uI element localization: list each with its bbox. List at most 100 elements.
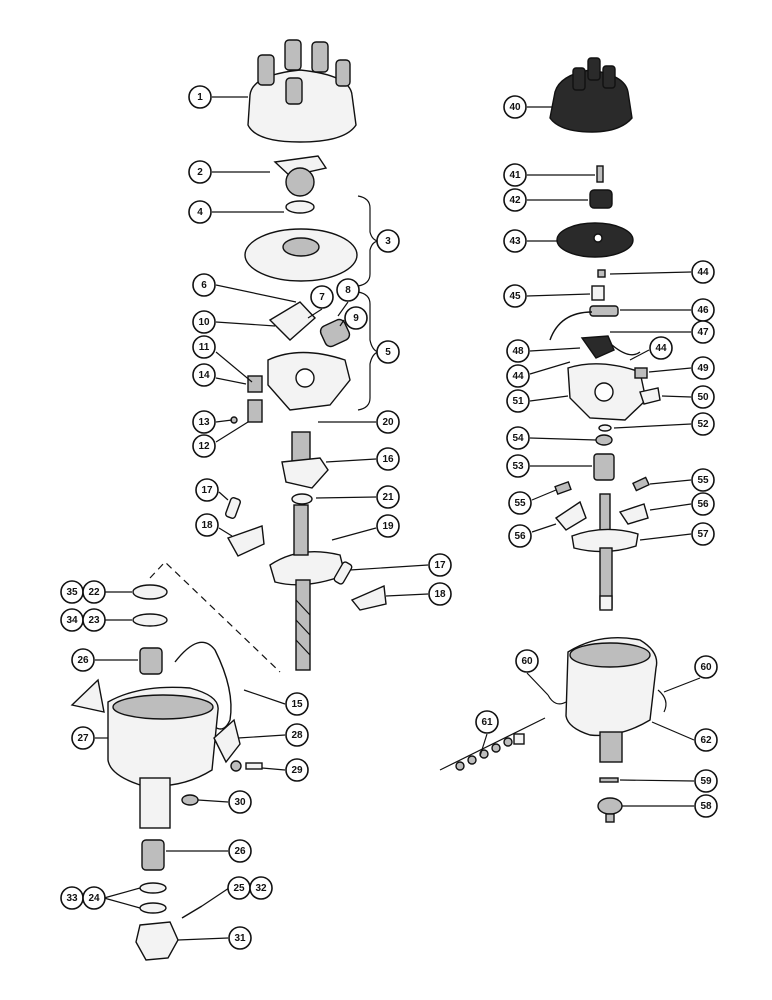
callout-c42: 42 [503, 188, 588, 212]
callout-circle [503, 95, 527, 119]
callout-number: 60 [700, 662, 712, 673]
leader-line [661, 395, 692, 398]
callout-number: 56 [697, 499, 709, 510]
leader-line [479, 733, 488, 757]
callout-circle [506, 339, 530, 363]
leader-line [331, 527, 377, 541]
points-48-part [580, 335, 615, 359]
callout-c48: 48 [506, 339, 581, 363]
callout-c17a: 17 [195, 478, 229, 502]
callout-circle [691, 522, 715, 546]
callout-circle [192, 335, 216, 359]
leader-line [215, 351, 253, 383]
callout-circle [344, 306, 368, 330]
callout-c41: 41 [503, 163, 595, 187]
callout-circle [503, 229, 527, 253]
clamp-part [213, 718, 241, 764]
leader-line [177, 937, 229, 941]
points-lead [611, 344, 641, 356]
callout-c29: 29 [261, 758, 309, 782]
leader-line [215, 421, 249, 443]
seal-ring-part [285, 200, 315, 214]
callout-circle [475, 710, 499, 734]
callout-number: 27 [77, 733, 89, 744]
spring-55a-part [554, 480, 572, 496]
leader-line [526, 672, 549, 696]
weights-springs-part [225, 497, 387, 611]
bushing-lower-part [141, 839, 165, 871]
callout-number: 7 [319, 292, 325, 303]
leader-line [629, 349, 650, 361]
callout-number: 62 [700, 735, 712, 746]
callout-circle [195, 478, 219, 502]
callout-circle [694, 769, 718, 793]
rotor-42-part [589, 189, 613, 209]
callout-number: 1 [197, 92, 203, 103]
callout-circle [503, 163, 527, 187]
cam-part [281, 431, 329, 489]
leader-line [529, 437, 597, 441]
callout-c60a: 60 [515, 649, 549, 696]
right-distributor-parts [439, 57, 667, 823]
callout-circle [506, 426, 530, 450]
leader-line [201, 887, 230, 907]
callout-circle [691, 492, 715, 516]
callout-number: 32 [255, 883, 267, 894]
leader-line [651, 721, 695, 741]
screw-29-part [230, 760, 263, 772]
callout-c27: 27 [71, 726, 108, 750]
rotor-part [273, 155, 328, 197]
callout-c28: 28 [237, 723, 309, 747]
bracket-brace-3 [357, 195, 379, 287]
leader-line [648, 367, 692, 373]
plate-43-part [556, 222, 634, 258]
screw-kit-61-part [439, 717, 546, 771]
housing-62-part [565, 637, 658, 763]
clip-60a-part [547, 694, 567, 705]
callout-c43: 43 [503, 229, 558, 253]
callout-circle [285, 692, 309, 716]
pin-30-part [181, 794, 199, 806]
callout-circle [336, 278, 360, 302]
callout-number: 41 [509, 170, 521, 181]
callout-circle [192, 310, 216, 334]
leader-line [337, 301, 349, 317]
leader-line [261, 767, 286, 771]
callout-circle [82, 886, 106, 910]
callout-circle [376, 229, 400, 253]
callout-c59: 59 [619, 769, 718, 793]
callout-circle [285, 723, 309, 747]
callout-number: 53 [512, 461, 524, 472]
leader-line [218, 527, 233, 537]
callout-circle [694, 728, 718, 752]
bushing-upper-part [139, 647, 163, 675]
callout-number: 55 [697, 475, 709, 486]
callout-number: 60 [521, 656, 533, 667]
leader-line [218, 491, 229, 501]
ring-52-part [598, 424, 612, 432]
callout-number: 2 [197, 167, 203, 178]
assembly-dashed-line [149, 561, 281, 673]
callout-number: 47 [697, 327, 709, 338]
leader-line [649, 479, 692, 485]
callout-c4: 4 [188, 200, 284, 224]
callout-number: 34 [66, 615, 78, 626]
callout-number: 56 [514, 531, 526, 542]
callout-c13: 13 [192, 410, 233, 434]
callout-number: 15 [291, 699, 303, 710]
callout-c40: 40 [503, 95, 553, 119]
callout-c26a: 26 [71, 648, 138, 672]
callout-c61: 61 [475, 710, 499, 757]
callout-c7: 7 [307, 285, 334, 319]
weight-56b-part [618, 503, 649, 525]
callout-circle [691, 260, 715, 284]
callout-number: 17 [201, 485, 213, 496]
callout-number: 30 [234, 797, 246, 808]
callout-c20: 20 [318, 410, 400, 434]
screw-44-part [597, 269, 606, 278]
leader-line [385, 593, 429, 597]
leader-line [349, 564, 429, 571]
